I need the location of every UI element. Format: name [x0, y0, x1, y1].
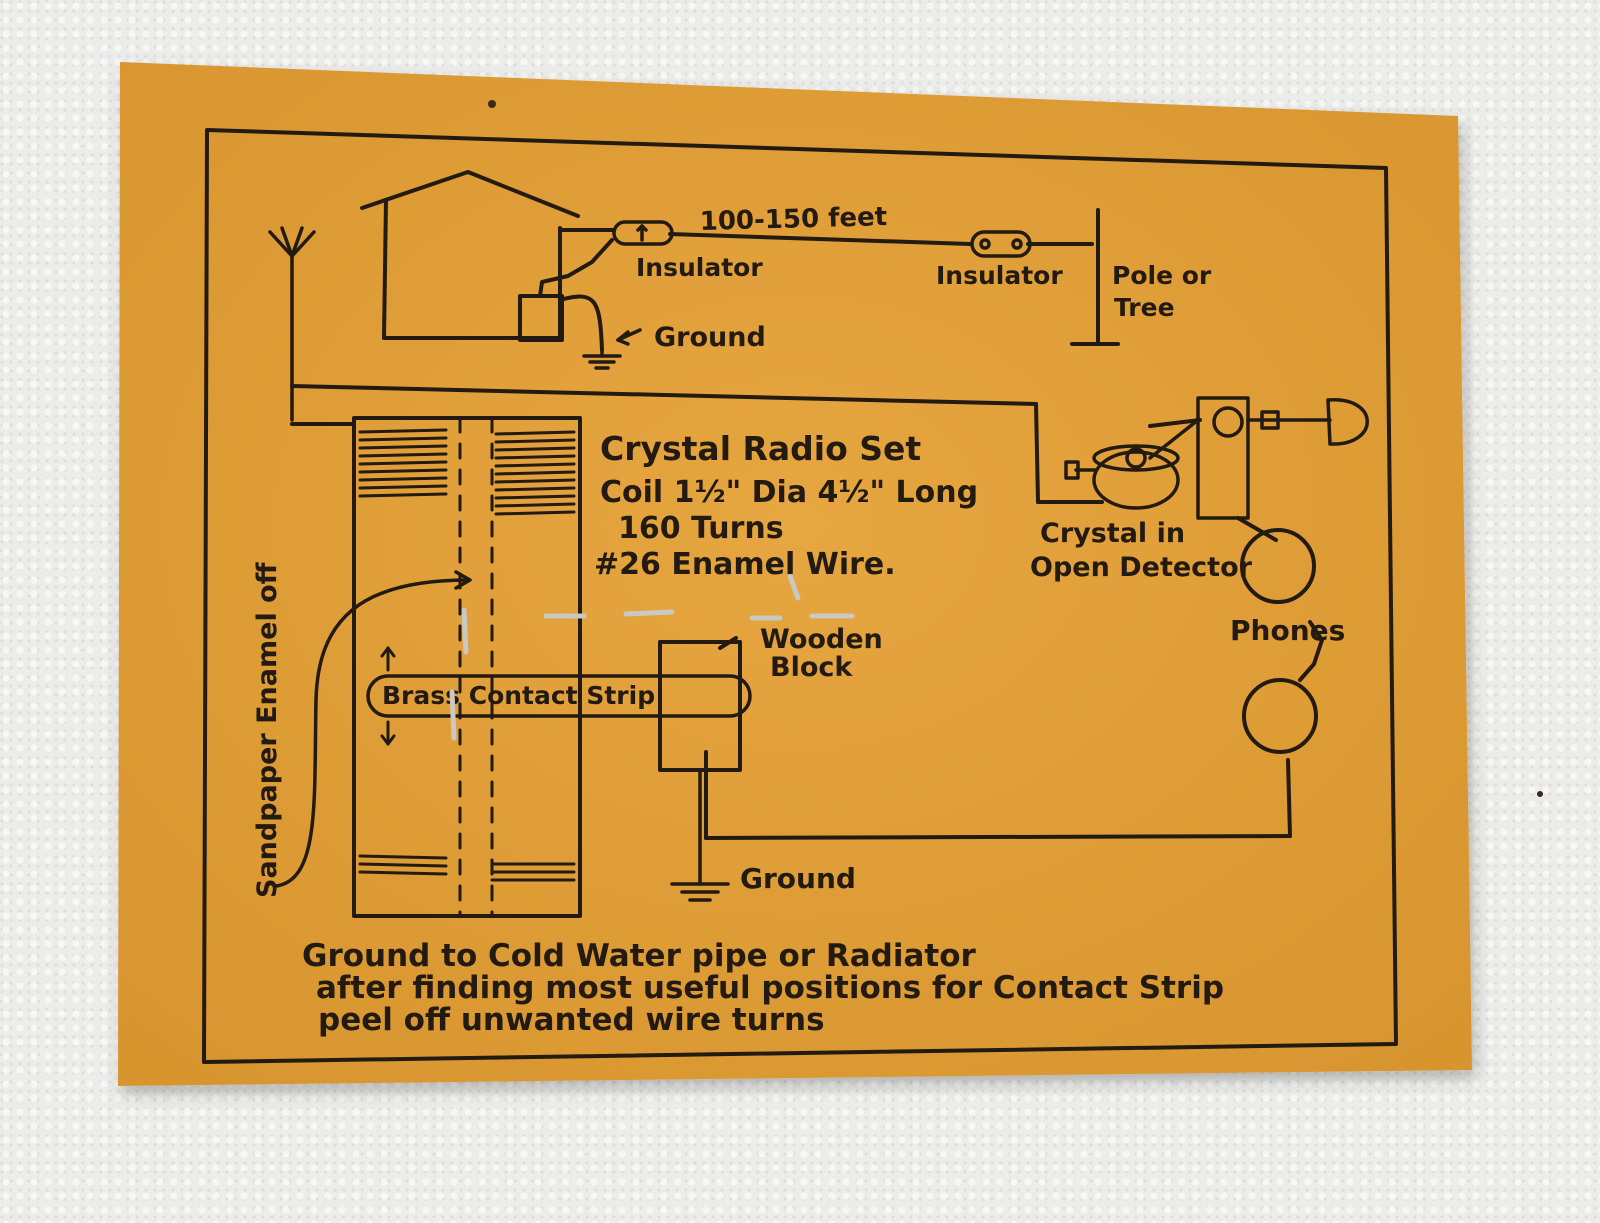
- tree-label: Tree: [1114, 293, 1175, 322]
- coil-windings-top: [358, 428, 576, 516]
- card-background: [118, 62, 1472, 1086]
- pin-hole: [1537, 791, 1543, 797]
- crystal-detector-icon: [1064, 396, 1369, 520]
- pin-hole: [488, 100, 496, 108]
- ground-label-bottom: Ground: [740, 862, 856, 895]
- note-line1: Ground to Cold Water pipe or Radiator: [302, 938, 976, 974]
- contact-strip-label: Brass Contact Strip: [382, 681, 655, 710]
- coil-spec-line3: #26 Enamel Wire.: [594, 547, 896, 582]
- coil-spec-line1: Coil 1½" Dia 4½" Long: [600, 475, 978, 510]
- radio-title: Crystal Radio Set: [600, 429, 921, 468]
- sandpaper-arrow: [274, 570, 472, 888]
- phones-icon: [1240, 528, 1318, 754]
- card-border: [202, 128, 1398, 1064]
- note-line2: after finding most useful positions for …: [316, 970, 1224, 1006]
- note-line3: peel off unwanted wire turns: [318, 1002, 825, 1038]
- pole-label: Pole or: [1112, 261, 1212, 290]
- house-drawing: [360, 170, 614, 352]
- staples: [449, 573, 855, 741]
- detector-label-line1: Crystal in: [1040, 518, 1185, 549]
- coil-windings-bottom: [358, 854, 576, 882]
- pole-icon: [1070, 208, 1120, 346]
- antenna-symbol-icon: [268, 226, 316, 422]
- insulator-right-icon: [970, 230, 1032, 258]
- sandpaper-label: Sandpaper Enamel off: [252, 561, 283, 898]
- circuit-wires: [290, 384, 1324, 840]
- phones-label: Phones: [1230, 614, 1345, 647]
- distance-label: 100-150 feet: [699, 202, 887, 237]
- insulator-right-label: Insulator: [936, 261, 1063, 290]
- insulator-left-label: Insulator: [636, 253, 763, 282]
- ground-label-top: Ground: [654, 322, 766, 353]
- coil-drawing: [352, 416, 582, 918]
- coil-spec-line2: 160 Turns: [618, 511, 784, 546]
- wooden-block-label: Wooden: [760, 624, 883, 655]
- antenna-wire: [560, 228, 1094, 246]
- contact-strip[interactable]: [366, 646, 752, 746]
- ground-symbol-top: [582, 328, 642, 370]
- detector-label-line2: Open Detector: [1030, 552, 1253, 583]
- block-label: Block: [770, 652, 853, 683]
- insulator-left-icon: [612, 220, 674, 246]
- ground-symbol-bottom: [670, 768, 730, 902]
